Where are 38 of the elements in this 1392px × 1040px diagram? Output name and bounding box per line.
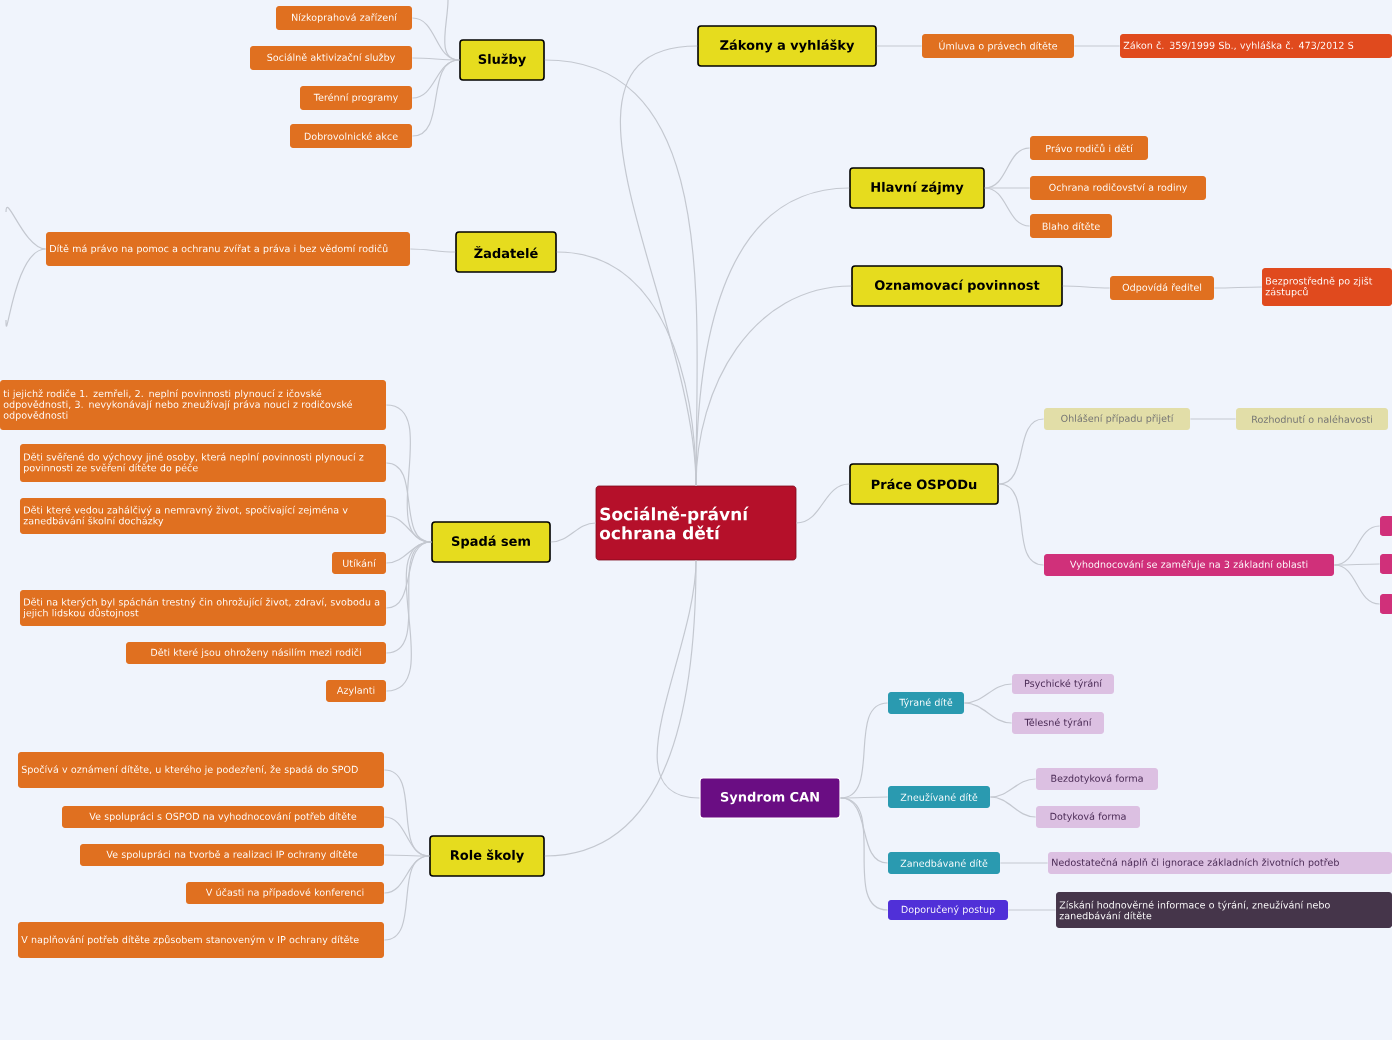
central-topic-box: Sociálně-právní ochrana dětí <box>595 485 797 561</box>
branch-line <box>989 796 1037 818</box>
branch-line <box>550 522 597 543</box>
branch-line <box>385 515 432 543</box>
branch-line <box>385 541 432 692</box>
branch-line <box>444 0 460 61</box>
branch-line <box>989 778 1037 798</box>
branch-line <box>5 206 47 250</box>
subtopic-box <box>1380 554 1392 574</box>
branch-line <box>1333 563 1381 566</box>
branch-line <box>998 418 1045 485</box>
branch-line <box>385 541 432 609</box>
branch-line <box>795 483 850 524</box>
branch-line <box>695 187 850 487</box>
branch-line <box>385 462 432 543</box>
branch-line <box>656 559 700 799</box>
branch-line <box>840 702 889 799</box>
branch-line <box>411 59 460 137</box>
subtopic-box <box>1380 516 1392 536</box>
branch-line <box>383 854 430 857</box>
branch-line <box>984 147 1031 189</box>
branch-line <box>840 796 889 799</box>
subtopic-box <box>1380 594 1392 614</box>
branch-line <box>984 187 1031 227</box>
branch-line <box>840 797 889 864</box>
branch-line <box>695 285 852 487</box>
branch-line <box>1062 285 1111 289</box>
branch-line <box>544 559 697 857</box>
branch-line <box>409 248 456 253</box>
branch-line <box>963 702 1013 724</box>
branch-line <box>963 683 1013 704</box>
branch-line <box>840 797 889 911</box>
branch-line <box>998 483 1045 566</box>
branch-line <box>383 816 430 857</box>
branch-line <box>5 248 47 327</box>
branch-line <box>1333 564 1381 605</box>
branch-line <box>1213 286 1263 289</box>
branch-line <box>383 855 430 941</box>
